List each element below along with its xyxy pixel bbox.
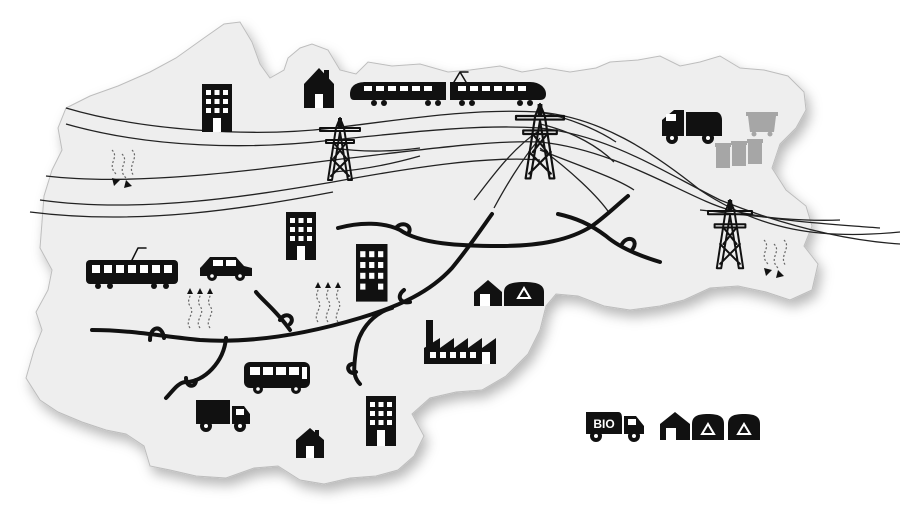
tall-building-icon: [356, 244, 388, 302]
bio-label: BIO: [593, 417, 614, 431]
recycling-depot-icon: [660, 412, 760, 440]
power-pylon-icon: [514, 102, 566, 180]
tall-building-icon: [286, 212, 316, 260]
heat-wave-icon: [187, 288, 213, 329]
tall-building-icon: [202, 84, 232, 132]
bio-waste-truck-icon: BIO: [586, 412, 644, 442]
house-icon: [296, 428, 324, 458]
delivery-truck-icon: [196, 400, 250, 432]
tram-icon: [86, 247, 178, 289]
car-icon: [200, 257, 252, 281]
house-icon: [304, 68, 334, 108]
bus-icon: [244, 362, 310, 394]
tall-building-icon: [366, 396, 396, 446]
district-heating-pipe: [90, 194, 662, 400]
waste-container-icon: [746, 112, 778, 137]
garbage-truck-icon: [662, 110, 722, 144]
power-pylon-icon: [707, 199, 753, 270]
waste-bin-icon: [715, 139, 763, 168]
power-pylon-icon: [319, 117, 361, 181]
region-map: [25, 21, 819, 485]
recycling-facility-icon: [474, 280, 544, 306]
emission-arrows-icon: [763, 239, 788, 278]
factory-icon: [424, 320, 496, 364]
emission-arrows-icon: [111, 149, 136, 188]
heat-wave-icon: [315, 282, 341, 323]
train-icon: [350, 71, 546, 106]
